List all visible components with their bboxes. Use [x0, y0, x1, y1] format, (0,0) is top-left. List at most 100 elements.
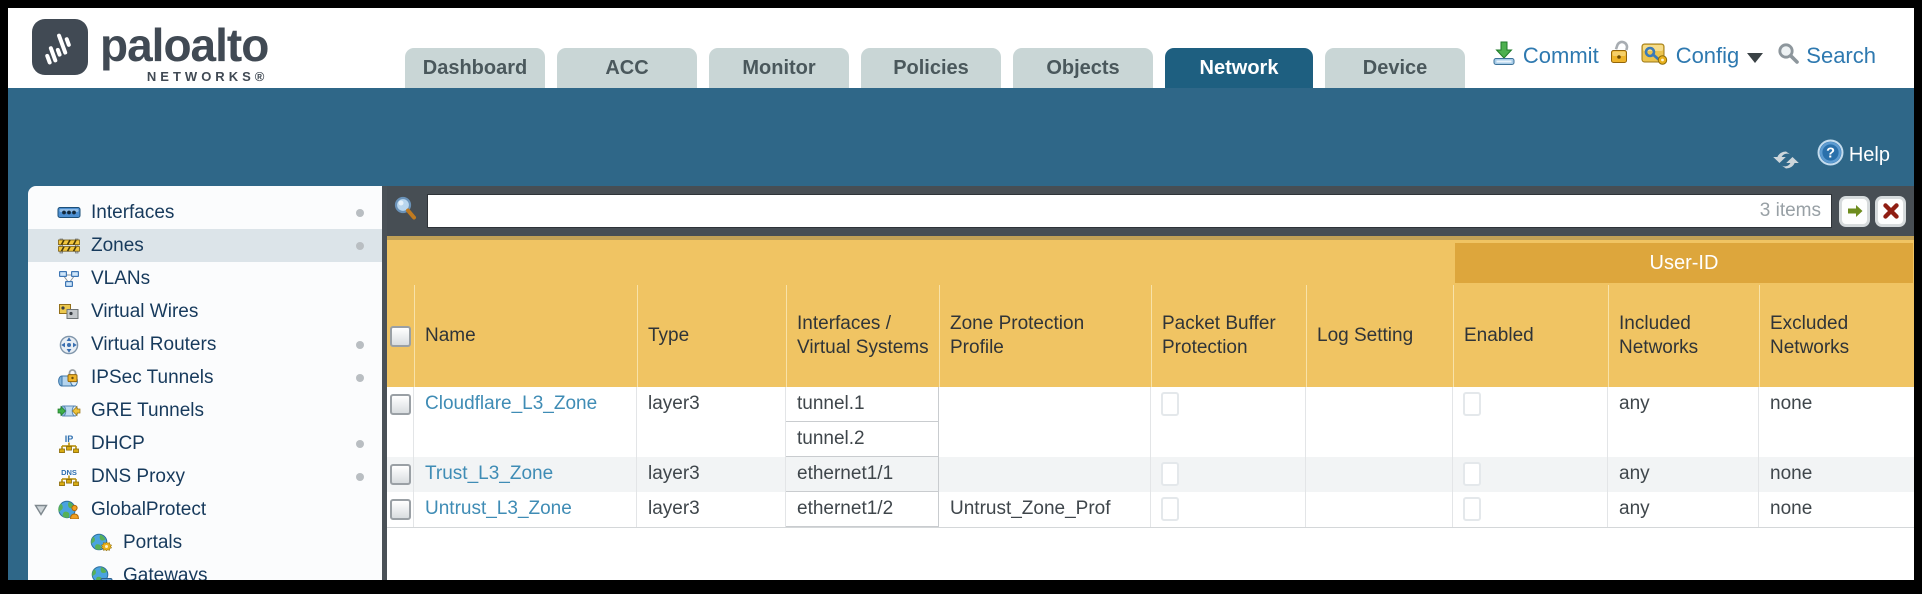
item-count: 3 items: [1759, 200, 1821, 221]
zone-type-cell: layer3: [637, 387, 786, 457]
included-networks-cell: any: [1608, 457, 1759, 492]
apply-filter-button[interactable]: [1841, 197, 1868, 225]
config-menu[interactable]: Config: [1641, 40, 1768, 72]
user-id-enabled-checkbox[interactable]: [1463, 497, 1481, 521]
packet-buffer-protection-checkbox[interactable]: [1161, 392, 1179, 416]
clear-filter-button[interactable]: [1877, 197, 1904, 225]
row-checkbox[interactable]: [390, 464, 411, 485]
sidebar-item-zones[interactable]: Zones: [28, 229, 382, 262]
refresh-icon[interactable]: [1771, 148, 1801, 172]
table-header-row: Name Type Interfaces / Virtual Systems Z…: [387, 285, 1914, 387]
tab-policies[interactable]: Policies: [861, 48, 1001, 88]
zone-name-link[interactable]: Trust_L3_Zone: [425, 463, 554, 484]
help-label: Help: [1848, 144, 1890, 166]
chevron-down-icon: [1747, 52, 1764, 63]
sidebar-item-virtual-wires[interactable]: Virtual Wires: [28, 295, 382, 328]
expander-triangle-icon[interactable]: [34, 504, 56, 516]
zone-name-link[interactable]: Untrust_L3_Zone: [425, 498, 572, 519]
sidebar-item-label: IPSec Tunnels: [91, 366, 214, 388]
interfaces-cell: ethernet1/2: [786, 492, 939, 527]
select-all-checkbox[interactable]: [390, 325, 411, 347]
user-id-enabled-cell: [1453, 492, 1608, 527]
tab-acc[interactable]: ACC: [557, 48, 697, 88]
dhcp-icon: IP: [56, 434, 82, 454]
sidebar-item-gateways[interactable]: Gateways: [28, 559, 382, 580]
sidebar-item-label: Zones: [91, 234, 144, 256]
sidebar-item-label: Interfaces: [91, 201, 175, 223]
zone-type-cell: layer3: [637, 457, 786, 492]
sidebar-item-globalprotect[interactable]: GlobalProtect: [28, 493, 382, 526]
filter-input[interactable]: [428, 200, 1760, 222]
sidebar-item-gre-tunnels[interactable]: GRE Tunnels: [28, 394, 382, 427]
packet-buffer-protection-checkbox[interactable]: [1161, 462, 1179, 486]
sidebar-item-vlans[interactable]: VLANs: [28, 262, 382, 295]
user-id-enabled-checkbox[interactable]: [1463, 462, 1481, 486]
filter-input-wrap: 3 items: [427, 194, 1832, 228]
column-header-log-setting[interactable]: Log Setting: [1306, 285, 1453, 387]
tab-device[interactable]: Device: [1325, 48, 1465, 88]
table-group-header-row: User-ID: [387, 240, 1914, 285]
row-select-cell: [387, 387, 414, 457]
user-id-enabled-cell: [1453, 457, 1608, 492]
table-empty-space: [387, 528, 1914, 580]
zone-name-cell: Trust_L3_Zone: [414, 457, 637, 492]
excluded-networks-cell: none: [1770, 393, 1813, 414]
tab-network[interactable]: Network: [1165, 48, 1313, 88]
tab-objects[interactable]: Objects: [1013, 48, 1153, 88]
log-setting-cell: [1306, 387, 1453, 457]
commit-label: Commit: [1522, 42, 1599, 68]
column-header-packet-buffer-protection[interactable]: Packet Buffer Protection: [1151, 285, 1306, 387]
paloalto-logo: paloalto NETWORKS®: [32, 19, 269, 84]
brand-name: paloalto: [100, 19, 269, 71]
packet-buffer-protection-checkbox[interactable]: [1161, 497, 1179, 521]
tab-monitor[interactable]: Monitor: [709, 48, 849, 88]
column-header-interfaces[interactable]: Interfaces / Virtual Systems: [786, 285, 939, 387]
commit-button[interactable]: Commit: [1491, 40, 1599, 72]
column-header-included-networks[interactable]: Included Networks: [1608, 285, 1759, 387]
column-header-excluded-networks[interactable]: Excluded Networks: [1759, 285, 1914, 387]
sidebar-item-interfaces[interactable]: Interfaces: [28, 196, 382, 229]
status-dot: [356, 374, 364, 382]
column-header-enabled[interactable]: Enabled: [1453, 285, 1608, 387]
help-button[interactable]: ? Help: [1817, 139, 1890, 172]
column-header-zone-protection-profile[interactable]: Zone Protection Profile: [939, 285, 1151, 387]
sidebar-item-portals[interactable]: Portals: [28, 526, 382, 559]
row-checkbox[interactable]: [390, 499, 411, 520]
paloalto-logo-icon: [32, 19, 88, 80]
user-id-enabled-checkbox[interactable]: [1463, 392, 1481, 416]
gre-tunnels-icon: [56, 403, 82, 419]
ipsec-tunnels-icon: [56, 368, 82, 387]
zone-name-cell: Untrust_L3_Zone: [414, 492, 637, 527]
lock-icon[interactable]: [1608, 39, 1632, 72]
status-dot: [356, 242, 364, 250]
excluded-networks-cell: none: [1770, 463, 1813, 484]
brand-subtitle: NETWORKS®: [146, 69, 269, 84]
column-header-name[interactable]: Name: [414, 285, 637, 387]
user-id-group-header: User-ID: [1455, 243, 1913, 283]
zone-name-link[interactable]: Cloudflare_L3_Zone: [425, 393, 598, 414]
zone-protection-profile-cell: [939, 457, 1151, 492]
config-icon: [1641, 40, 1670, 72]
row-select-cell: [387, 492, 414, 527]
tab-dashboard[interactable]: Dashboard: [405, 48, 545, 88]
sub-toolbar: ? Help: [8, 88, 1914, 186]
zone-name-cell: Cloudflare_L3_Zone: [414, 387, 637, 457]
status-dot: [356, 473, 364, 481]
search-button[interactable]: Search: [1776, 41, 1876, 71]
sidebar-item-virtual-routers[interactable]: Virtual Routers: [28, 328, 382, 361]
sidebar-item-ipsec-tunnels[interactable]: IPSec Tunnels: [28, 361, 382, 394]
zones-icon: [56, 237, 82, 254]
zone-protection-profile-cell: [939, 387, 1151, 457]
sidebar-item-label: DNS Proxy: [91, 465, 185, 487]
interface-entry: ethernet1/2: [786, 492, 938, 527]
row-checkbox[interactable]: [390, 394, 411, 415]
column-header-type[interactable]: Type: [637, 285, 786, 387]
gateways-icon: [88, 566, 114, 580]
interface-entry: tunnel.2: [786, 422, 938, 457]
